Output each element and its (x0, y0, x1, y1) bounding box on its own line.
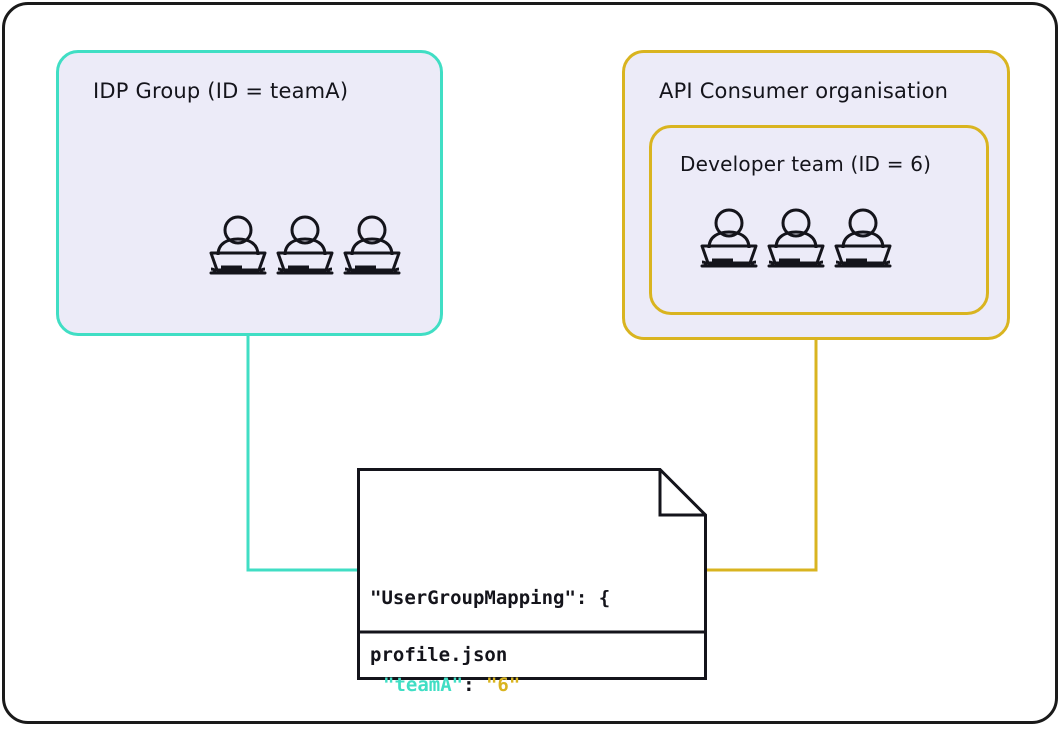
document-code-block: "UserGroupMapping": { "teamA": "6" } (370, 526, 700, 730)
person-at-laptop-icon (343, 215, 401, 275)
profile-json-document[interactable]: "UserGroupMapping": { "teamA": "6" } pro… (357, 468, 707, 696)
api-consumer-organisation-panel[interactable]: API Consumer organisation Developer team… (622, 50, 1010, 340)
developer-team-title: Developer team (ID = 6) (680, 152, 932, 176)
api-consumer-organisation-title: API Consumer organisation (659, 79, 949, 103)
person-at-laptop-icon (276, 215, 334, 275)
mapping-value-token: "6" (485, 674, 521, 696)
idp-group-people (209, 213, 401, 275)
person-at-laptop-icon (834, 208, 892, 268)
code-line-2: "teamA": "6" (383, 674, 521, 696)
document-folded-corner-icon (357, 468, 707, 680)
idp-group-panel[interactable]: IDP Group (ID = teamA) (56, 50, 443, 336)
developer-team-people (700, 206, 892, 268)
document-filename: profile.json (370, 644, 508, 666)
person-at-laptop-icon (700, 208, 758, 268)
code-line-1: "UserGroupMapping": { (370, 587, 611, 609)
mapping-key-token: "teamA" (383, 674, 464, 696)
developer-team-panel[interactable]: Developer team (ID = 6) (649, 125, 989, 315)
person-at-laptop-icon (209, 215, 267, 275)
person-at-laptop-icon (767, 208, 825, 268)
idp-group-title: IDP Group (ID = teamA) (93, 79, 349, 103)
